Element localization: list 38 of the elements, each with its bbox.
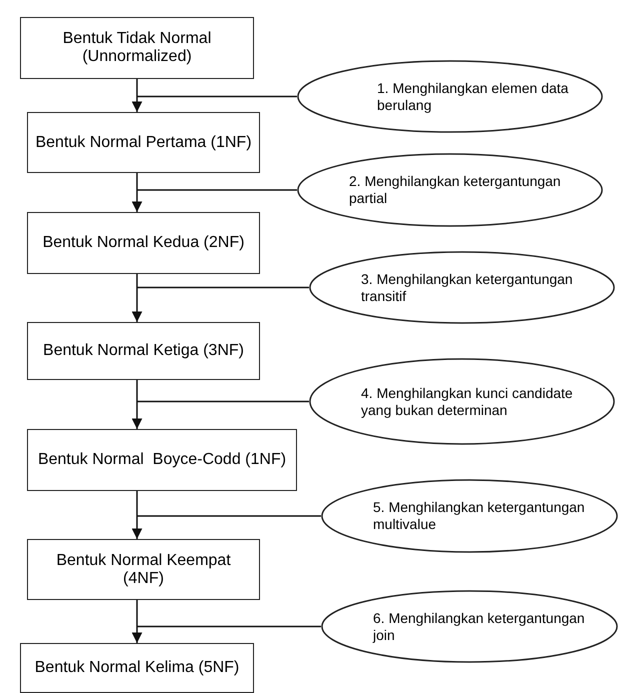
- step-text: 5. Menghilangkan ketergantungan multivalue: [373, 499, 586, 533]
- step-ellipse: [309, 251, 615, 324]
- step-ellipse: [309, 358, 615, 445]
- step-text: 3. Menghilangkan ketergantungan transitif: [361, 270, 574, 304]
- connector-line: [137, 286, 309, 288]
- normal-form-text: Bentuk Normal Kelima (5NF): [34, 659, 240, 677]
- step-text: 2. Menghilangkan ketergantungan partial: [349, 173, 562, 207]
- connector-line: [137, 400, 309, 402]
- step-text: 4. Menghilangkan kunci candidate yang bukan determinan: [361, 384, 574, 418]
- step-text: 1. Menghilangkan elemen data berulang: [377, 80, 570, 114]
- normal-form-text: Bentuk Normal Pertama (1NF): [35, 134, 252, 152]
- normal-form-box: [20, 17, 254, 79]
- step-ellipse: [321, 590, 618, 663]
- arrow: [132, 491, 142, 539]
- step-text: 6. Menghilangkan ketergantungan join: [373, 610, 586, 644]
- normal-form-box: [27, 112, 260, 173]
- normal-form-box: [27, 539, 260, 600]
- step-ellipse: [321, 479, 618, 553]
- arrow: [132, 274, 142, 322]
- normal-form-text: Bentuk Normal Keempat (4NF): [55, 552, 232, 588]
- normal-form-box: [27, 322, 260, 380]
- normal-form-box: [27, 429, 297, 491]
- connector-line: [137, 96, 297, 98]
- normal-form-text: Bentuk Normal Kedua (2NF): [42, 234, 244, 252]
- arrow: [132, 173, 142, 212]
- normal-form-text: Bentuk Tidak Normal (Unnormalized): [62, 30, 212, 66]
- arrow: [132, 79, 142, 112]
- arrow: [132, 380, 142, 429]
- connector-line: [137, 626, 321, 628]
- step-ellipse: [297, 153, 603, 227]
- connector-line: [137, 189, 297, 191]
- normal-form-box: [27, 212, 260, 274]
- connector-line: [137, 515, 321, 517]
- normal-form-text: Bentuk Normal Boyce-Codd (1NF): [38, 451, 286, 469]
- arrow: [132, 600, 142, 643]
- normal-form-text: Bentuk Normal Ketiga (3NF): [43, 342, 244, 360]
- step-ellipse: [297, 60, 603, 133]
- normal-form-box: [20, 643, 254, 693]
